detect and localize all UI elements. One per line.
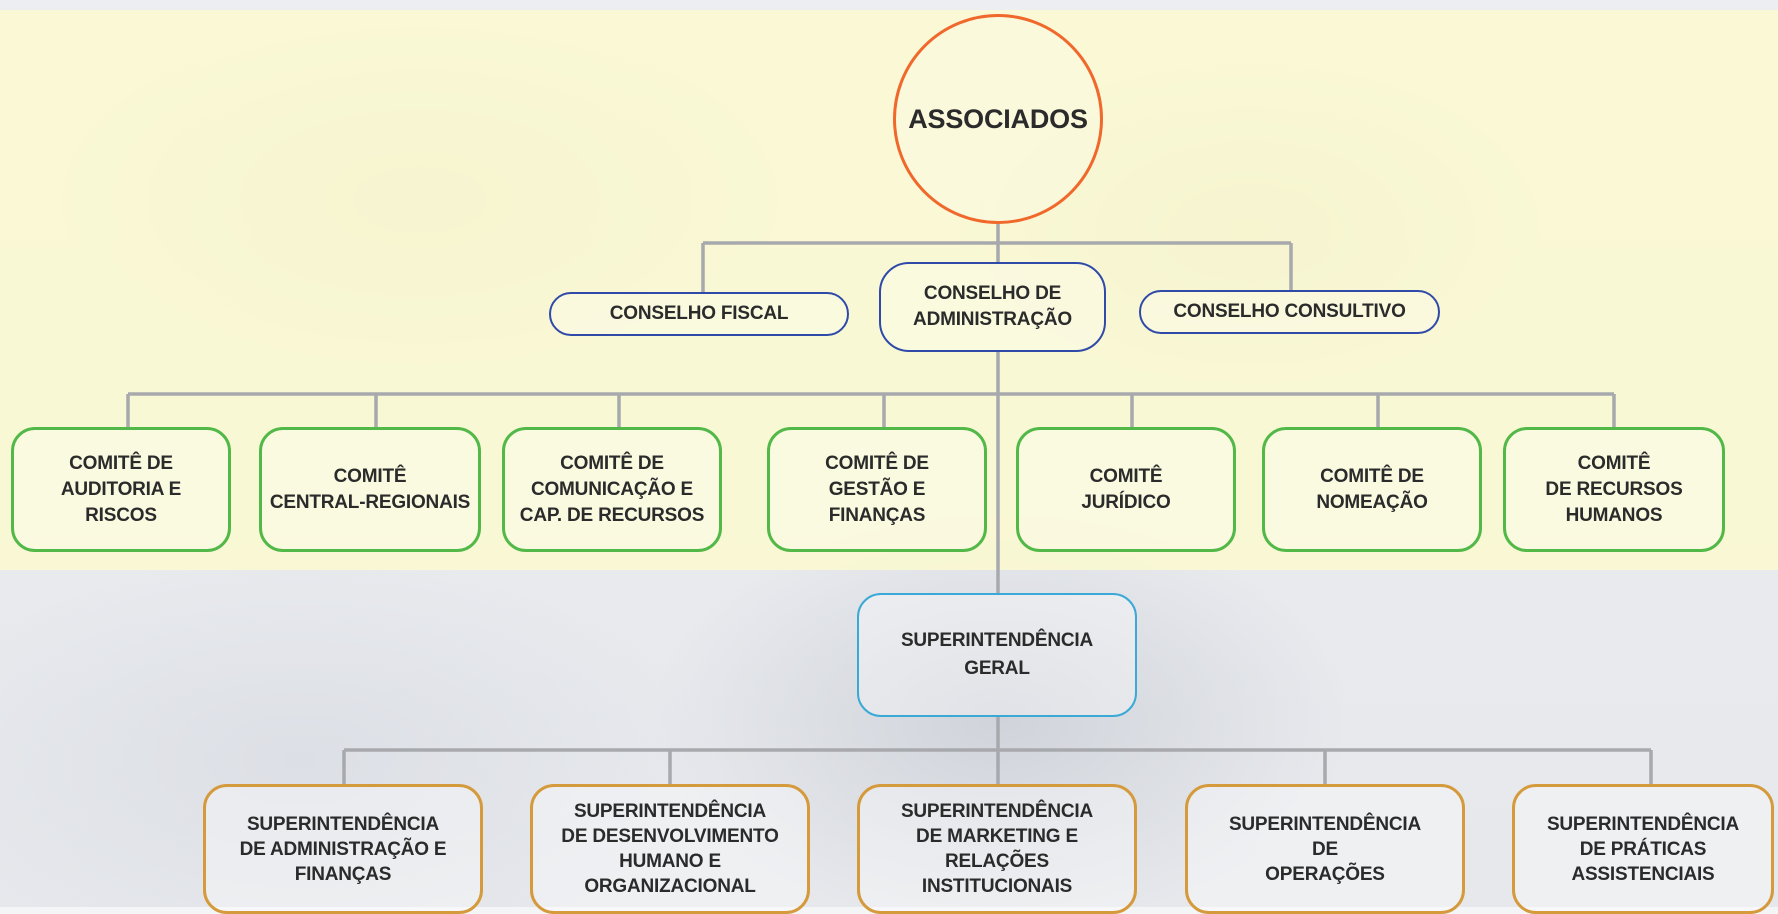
conselho-consultivo-label: CONSELHO CONSULTIVO [1173, 301, 1406, 322]
committee-node-auditoria: COMITÊ DE AUDITORIA E RISCOS [11, 427, 231, 552]
superintendencia-label: SUPERINTENDÊNCIA DE ADMINISTRAÇÃO E FINA… [239, 813, 447, 885]
superintendencia-node-operacoes: SUPERINTENDÊNCIA DE OPERAÇÕES [1185, 784, 1465, 914]
superintendencia-node-desenvolvimento: SUPERINTENDÊNCIA DE DESENVOLVIMENTO HUMA… [530, 784, 810, 914]
committee-node-comunicacao: COMITÊ DE COMUNICAÇÃO E CAP. DE RECURSOS [502, 427, 722, 552]
conselho-administracao-label: CONSELHO DE ADMINISTRAÇÃO [913, 283, 1072, 330]
superintendencia-label: SUPERINTENDÊNCIA DE MARKETING E RELAÇÕES… [900, 801, 1094, 897]
committee-label: COMITÊ DE RECURSOS HUMANOS [1545, 452, 1683, 526]
committee-label: COMITÊ JURÍDICO [1081, 465, 1171, 513]
conselho-fiscal-node: CONSELHO FISCAL [549, 292, 849, 336]
committee-label: COMITÊ DE COMUNICAÇÃO E CAP. DE RECURSOS [519, 452, 705, 526]
superintendencia-node-marketing: SUPERINTENDÊNCIA DE MARKETING E RELAÇÕES… [857, 784, 1137, 914]
associados-node: ASSOCIADOS [893, 14, 1103, 224]
associados-label: ASSOCIADOS [908, 103, 1088, 134]
committee-node-central-regionais: COMITÊ CENTRAL-REGIONAIS [259, 427, 481, 552]
committee-node-juridico: COMITÊ JURÍDICO [1016, 427, 1236, 552]
conselho-fiscal-label: CONSELHO FISCAL [609, 303, 789, 324]
superintendencia-node-administracao: SUPERINTENDÊNCIA DE ADMINISTRAÇÃO E FINA… [203, 784, 483, 914]
committee-node-nomeacao: COMITÊ DE NOMEAÇÃO [1262, 427, 1482, 552]
committee-node-gestao-financas: COMITÊ DE GESTÃO E FINANÇAS [767, 427, 987, 552]
conselho-administracao-node: CONSELHO DE ADMINISTRAÇÃO [879, 262, 1106, 352]
committee-label: COMITÊ DE AUDITORIA E RISCOS [60, 452, 182, 526]
superintendencia-label: SUPERINTENDÊNCIA DE DESENVOLVIMENTO HUMA… [561, 801, 779, 897]
committee-label: COMITÊ DE GESTÃO E FINANÇAS [825, 452, 929, 526]
committee-label: COMITÊ CENTRAL-REGIONAIS [269, 465, 471, 513]
superintendencia-label: SUPERINTENDÊNCIA DE PRÁTICAS ASSISTENCIA… [1546, 813, 1740, 885]
superintendencia-geral-label: SUPERINTENDÊNCIA GERAL [900, 630, 1094, 679]
superintendencia-node-praticas: SUPERINTENDÊNCIA DE PRÁTICAS ASSISTENCIA… [1512, 784, 1774, 914]
committee-label: COMITÊ DE NOMEAÇÃO [1316, 465, 1428, 513]
committee-node-recursos-humanos: COMITÊ DE RECURSOS HUMANOS [1503, 427, 1725, 552]
superintendencia-label: SUPERINTENDÊNCIA DE OPERAÇÕES [1228, 813, 1422, 885]
conselho-consultivo-node: CONSELHO CONSULTIVO [1139, 290, 1440, 334]
superintendencia-geral-node: SUPERINTENDÊNCIA GERAL [857, 593, 1137, 717]
